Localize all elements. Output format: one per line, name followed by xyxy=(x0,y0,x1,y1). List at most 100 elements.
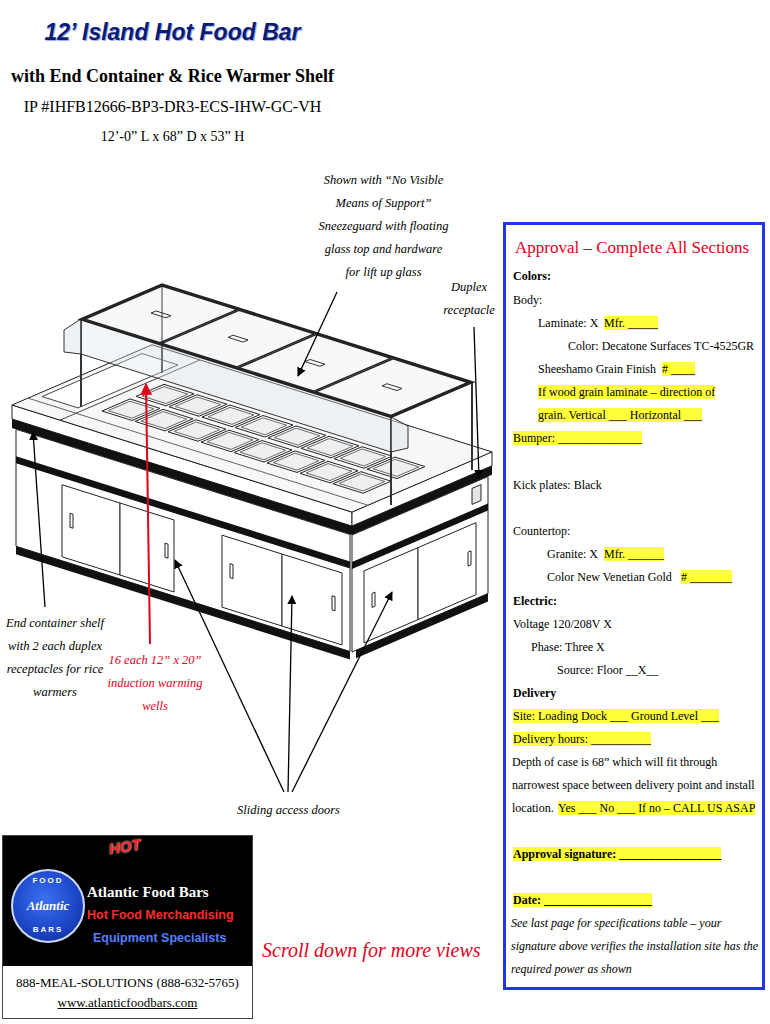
field-text: If wood grain laminate – direction of gr… xyxy=(538,385,715,422)
text-box: Color New Venetian Gold xyxy=(547,566,672,589)
text-box: Atlantic xyxy=(13,898,83,914)
door-handle xyxy=(70,513,73,528)
field-text: Body: xyxy=(513,293,542,307)
text-box: Delivery hours: __________ xyxy=(513,728,651,751)
sliding-door xyxy=(120,503,174,592)
field-text: Site: Loading Dock ___ Ground Level ___ xyxy=(513,709,719,723)
field-text: Delivery hours: __________ xyxy=(513,732,651,746)
end-shield xyxy=(391,417,408,452)
field-text: Phase: Three X xyxy=(531,640,605,654)
text-box: Bumper: ______________ xyxy=(513,427,642,450)
duplex-receptacle xyxy=(472,485,481,505)
field-text: Atlantic xyxy=(27,898,70,913)
callout-note: Shown with “No Visible Means of Support”… xyxy=(318,173,448,279)
callout-note: Sliding access doors xyxy=(237,803,340,817)
field-text: See last page for specifications table –… xyxy=(511,916,758,976)
text-box: Body: xyxy=(513,289,542,312)
text-box: See last page for specifications table –… xyxy=(511,912,762,981)
field-text: www.atlanticfoodbars.com xyxy=(58,995,198,1010)
approval-panel: Approval – Complete All SectionsColors: B… xyxy=(503,222,765,990)
post xyxy=(471,382,473,470)
text-box: Color: Decatone Surfaces TC-4525GR xyxy=(568,335,754,358)
text-box: Atlantic Food Bars xyxy=(87,882,209,902)
text-box: If wood grain laminate – direction of gr… xyxy=(538,381,733,427)
text-box: Voltage 120/208V X xyxy=(513,613,612,636)
door-handle xyxy=(165,543,168,558)
title: 12’ Island Hot Food Bar xyxy=(44,19,300,45)
text-box: HOT xyxy=(108,836,142,858)
text-box: Mfr. _____ xyxy=(604,312,658,335)
field-text: Colors: xyxy=(513,269,551,283)
text-box: FOOD xyxy=(13,876,83,886)
text-box: # _______ xyxy=(681,566,732,589)
field-text: Voltage 120/208V X xyxy=(513,617,612,631)
title-box: 12’ Island Hot Food Bar xyxy=(0,16,345,48)
sliding-door xyxy=(62,485,120,575)
label-box: End container shelf with 2 each duplex r… xyxy=(3,612,107,704)
door-handle xyxy=(372,592,375,607)
field-text: Bumper: ______________ xyxy=(513,431,642,445)
label-box: Sliding access doors xyxy=(226,799,351,822)
field-text: Mfr. _____ xyxy=(604,316,658,330)
label-box: Scroll down for more views xyxy=(262,936,481,964)
sliding-door xyxy=(222,535,282,626)
text-box: Approval – Complete All Sections xyxy=(515,235,749,261)
text-box: Electric: xyxy=(513,590,557,613)
subtitle: with End Container & Rice Warmer Shelf xyxy=(11,66,334,86)
text-box: Delivery xyxy=(513,682,556,705)
text-box: BARS xyxy=(13,925,83,935)
field-text: Laminate: X xyxy=(538,316,598,330)
field-text: HOT xyxy=(108,836,142,857)
kick-plate xyxy=(356,594,488,659)
callout-note: 16 each 12” x 20” induction warming well… xyxy=(108,653,203,713)
field-text: Hot Food Merchandising xyxy=(87,908,234,922)
leader-line xyxy=(298,292,337,376)
door-handle xyxy=(468,551,471,566)
text-box: Phase: Three X xyxy=(531,636,605,659)
field-text: Yes ___ No ___ If no – CALL US ASAP xyxy=(558,801,755,815)
text-box: # ____ xyxy=(662,358,695,381)
text-box: Hot Food Merchandising xyxy=(87,906,234,924)
leader-line xyxy=(146,384,150,644)
scroll-note: Scroll down for more views xyxy=(262,939,481,961)
label-box: 16 each 12” x 20” induction warming well… xyxy=(100,649,210,718)
field-text: Color New Venetian Gold xyxy=(547,570,672,584)
field-text: FOOD xyxy=(32,876,63,885)
label-box: Shown with “No Visible Means of Support”… xyxy=(317,169,450,284)
panel-heading: Approval – Complete All Sections xyxy=(515,238,749,257)
glass-frame xyxy=(81,285,472,417)
leader-line xyxy=(474,327,479,478)
field-text: 888-MEAL-SOLUTIONS (888-632-5765) xyxy=(16,975,239,990)
floating-glass-top xyxy=(81,285,472,417)
field-text: Approval signature: _________________ xyxy=(513,847,721,861)
leader-lines xyxy=(33,292,479,792)
leader-line xyxy=(33,432,45,607)
model-number: IP #IHFB12666-BP3-DR3-ECS-IHW-GC-VH xyxy=(24,98,322,115)
label-box: Duplex receptacle xyxy=(440,276,498,322)
label-box: 12’-0” L x 68” D x 53” H xyxy=(0,127,345,147)
field-text: Countertop: xyxy=(513,524,570,538)
text-box: Colors: xyxy=(513,265,551,288)
field-text: Granite: X xyxy=(547,547,598,561)
field-text: Date: __________________ xyxy=(513,893,652,907)
label-box: IP #IHFB12666-BP3-DR3-ECS-IHW-GC-VH xyxy=(0,96,345,118)
door-handle xyxy=(332,596,335,611)
field-text: Electric: xyxy=(513,594,557,608)
text-box: Granite: X xyxy=(547,543,598,566)
field-text: Mfr. ______ xyxy=(604,547,664,561)
field-text: Color: Decatone Surfaces TC-4525GR xyxy=(568,339,754,353)
text-box: Yes ___ No ___ If no – CALL US ASAP xyxy=(558,797,755,820)
door-handle xyxy=(230,564,233,579)
text-box: Approval signature: _________________ xyxy=(513,843,721,866)
field-text: Source: Floor __X__ xyxy=(557,663,658,677)
text-box: Countertop: xyxy=(513,520,570,543)
field-text: Delivery xyxy=(513,686,556,700)
dimensions: 12’-0” L x 68” D x 53” H xyxy=(101,129,245,144)
leader-line xyxy=(288,596,292,792)
text-box: Equipment Specialists xyxy=(93,929,226,947)
field-text: Atlantic Food Bars xyxy=(87,884,209,900)
callout-note: End container shelf with 2 each duplex r… xyxy=(6,616,104,699)
end-shield xyxy=(64,319,81,354)
